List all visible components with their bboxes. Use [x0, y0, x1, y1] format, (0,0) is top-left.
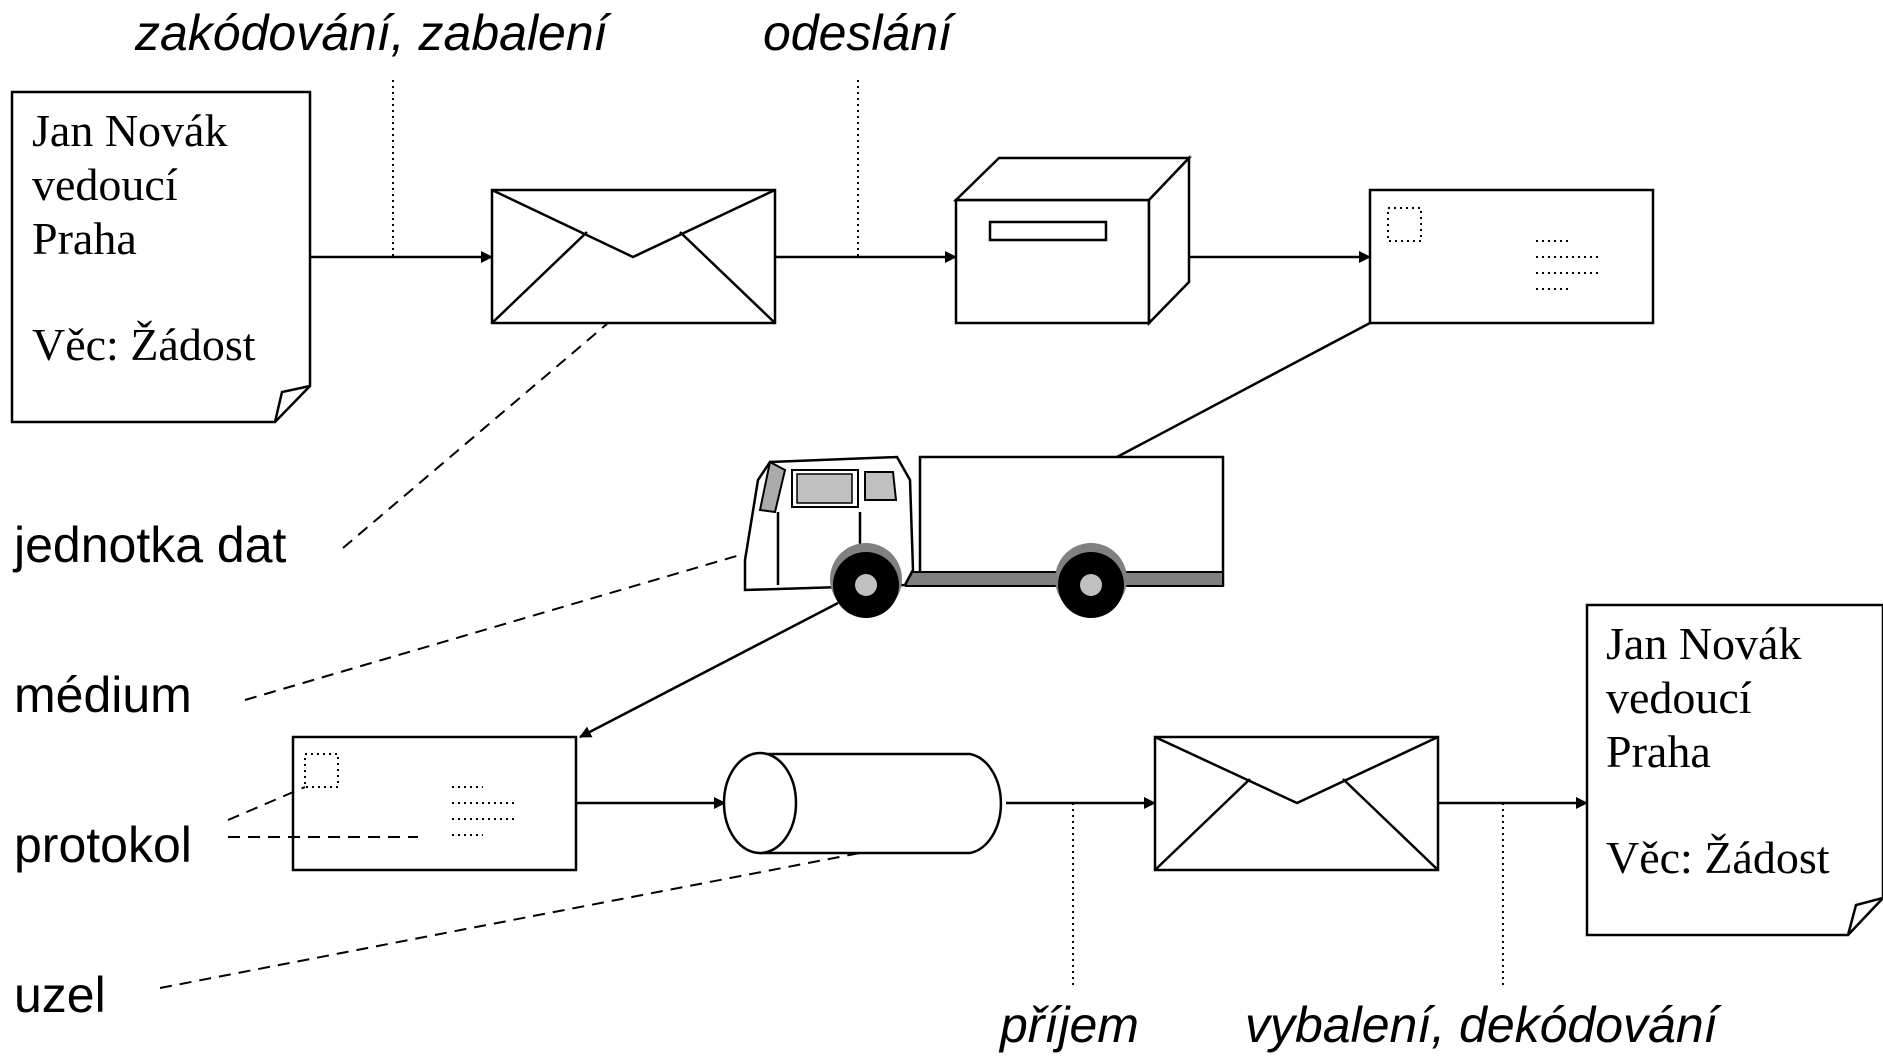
source-letter-name: Jan Novák — [32, 105, 227, 156]
source-letter-subject: Věc: Žádost — [32, 319, 256, 370]
step-label-receive: příjem — [998, 997, 1139, 1053]
dest-letter-subject: Věc: Žádost — [1606, 832, 1830, 883]
term-protocol: protokol — [14, 817, 192, 873]
arrow-transport — [579, 601, 839, 739]
term-node: uzel — [14, 967, 106, 1023]
envelope-icon-bottom — [1153, 735, 1440, 872]
term-medium: médium — [14, 667, 192, 723]
source-letter-role: vedoucí — [32, 159, 178, 210]
step-label-decode: vybalení, dekódování — [1245, 997, 1722, 1053]
callout-medium — [244, 554, 741, 701]
stamp-icon — [1387, 207, 1422, 242]
step-label-send: odeslání — [763, 5, 956, 61]
postcard-icon — [1368, 188, 1655, 325]
postcard-icon-bottom — [291, 735, 578, 872]
step-label-encode: zakódování, zabalení — [134, 5, 612, 61]
dest-letter-city: Praha — [1606, 726, 1711, 777]
dest-letter-role: vedoucí — [1606, 672, 1752, 723]
line-to-truck — [1116, 321, 1371, 459]
node-icon — [722, 751, 1003, 855]
source-letter: Jan Novák vedoucí Praha Věc: Žádost — [10, 90, 312, 424]
mailbox-icon — [952, 154, 1192, 327]
dest-letter: Jan Novák vedoucí Praha Věc: Žádost — [1585, 603, 1883, 937]
envelope-icon — [490, 188, 777, 325]
stamp-icon-bottom — [304, 753, 339, 788]
callout-data-unit — [342, 322, 609, 549]
source-letter-city: Praha — [32, 213, 137, 264]
term-data-unit: jednotka dat — [12, 517, 287, 573]
truck-icon — [743, 455, 1225, 618]
callout-protocol-stamp — [227, 786, 306, 821]
dest-letter-name: Jan Novák — [1606, 618, 1801, 669]
callout-node — [159, 852, 861, 989]
